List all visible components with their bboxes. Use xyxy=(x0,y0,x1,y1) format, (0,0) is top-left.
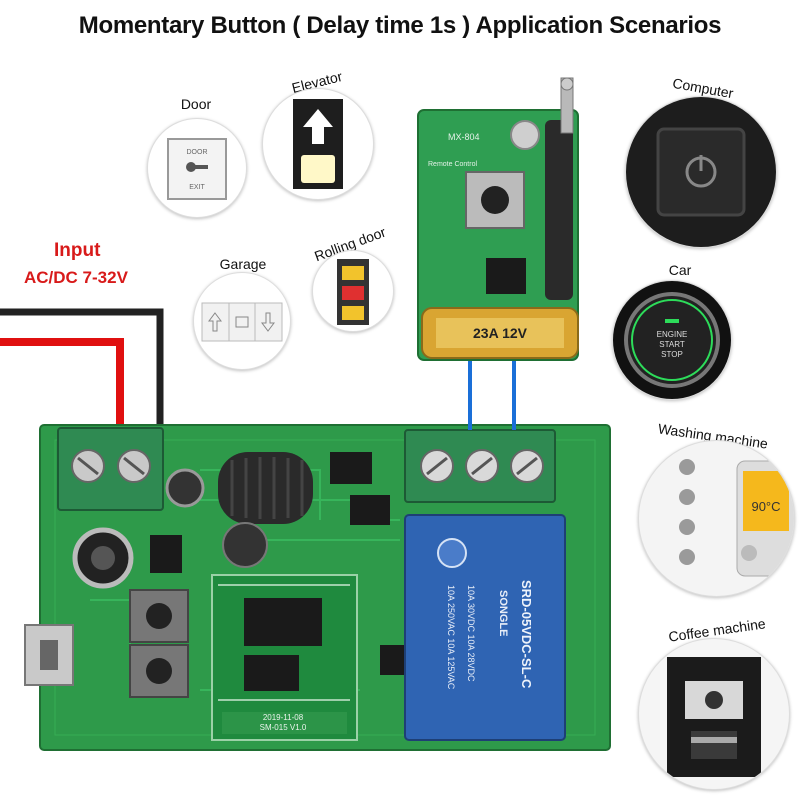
inductor xyxy=(222,522,268,568)
ic-chip-1 xyxy=(330,452,372,484)
car-label: Car xyxy=(668,262,692,278)
rolling-door-scenario xyxy=(312,250,394,332)
relay: 10A 250VAC 10A 125VAC 10A 30VDC 10A 28VD… xyxy=(404,514,566,741)
svg-text:DOOR: DOOR xyxy=(187,149,208,156)
input-voltage: AC/DC 7-32V xyxy=(24,268,128,287)
relay-brand: SONGLE xyxy=(497,590,509,636)
push-button-1 xyxy=(129,589,189,643)
ic-chip-2 xyxy=(150,535,182,573)
svg-text:10A 30VDC 10A 28VDC: 10A 30VDC 10A 28VDC xyxy=(466,585,476,682)
remote-model: MX-804 xyxy=(448,132,480,142)
black-input-wire xyxy=(0,308,164,430)
module-label: SM-015 V1.0 xyxy=(260,723,307,732)
battery-label: 23A 12V xyxy=(473,325,528,341)
svg-text:EXIT: EXIT xyxy=(189,184,205,191)
svg-text:START: START xyxy=(659,340,685,349)
elevator-scenario xyxy=(262,88,374,200)
power-terminal-block xyxy=(57,427,164,511)
rf-coil xyxy=(218,452,313,524)
page-title: Momentary Button ( Delay time 1s ) Appli… xyxy=(78,12,722,39)
computer-scenario xyxy=(625,96,777,248)
ic-chip-4 xyxy=(380,645,404,675)
svg-text:10A 250VAC 10A 125VAC: 10A 250VAC 10A 125VAC xyxy=(446,585,456,690)
push-button-2 xyxy=(129,644,189,698)
ic-chip-3 xyxy=(350,495,390,525)
input-title: Input xyxy=(54,240,101,261)
car-scenario: ENGINE START STOP xyxy=(612,280,732,400)
door-label: Door xyxy=(180,96,212,112)
output-terminal-block xyxy=(404,429,556,503)
door-scenario: DOOR EXIT xyxy=(147,118,247,218)
relay-model: SRD-05VDC-SL-C xyxy=(519,580,534,689)
red-input-wire xyxy=(0,338,124,430)
coffee-machine-scenario xyxy=(638,638,790,790)
svg-text:ENGINE: ENGINE xyxy=(657,330,688,339)
garage-label: Garage xyxy=(219,256,267,272)
svg-text:STOP: STOP xyxy=(661,350,683,359)
small-capacitor xyxy=(165,468,205,508)
washing-machine-scenario: 90°C xyxy=(638,440,795,597)
remote-control xyxy=(417,77,579,361)
svg-text:90°C: 90°C xyxy=(751,499,780,514)
wifi-module xyxy=(211,574,358,741)
remote-pcb-text: Remote Control xyxy=(428,161,477,168)
garage-scenario xyxy=(193,272,291,370)
module-date: 2019-11-08 xyxy=(263,713,304,722)
